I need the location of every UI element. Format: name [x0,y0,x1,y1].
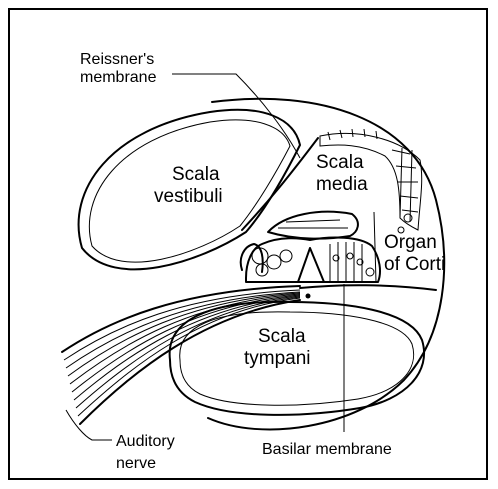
label-organ-of-corti-line1: Organ [384,232,437,253]
label-scala-vestibuli-line2: vestibuli [154,186,223,207]
label-auditory-nerve-line2: nerve [116,455,156,472]
label-reissners-membrane-line2: membrane [80,69,157,86]
spiral-limbus [241,244,263,272]
label-scala-tympani-line1: Scala [258,326,306,347]
basilar-membrane [300,285,436,290]
label-organ-of-corti-line2: of Corti [384,254,445,275]
label-reissners-membrane-line1: Reissner's [80,51,154,68]
label-scala-tympani-line2: tympani [244,348,311,369]
tectorial-membrane-hatching [278,220,348,228]
label-scala-media-line2: media [316,174,368,195]
organ-of-corti-structure [246,238,380,282]
label-scala-media-line1: Scala [316,152,364,173]
tectorial-membrane [268,212,358,239]
label-auditory-nerve-line1: Auditory [116,433,175,450]
label-scala-vestibuli-line1: Scala [172,164,220,185]
basilar-membrane-dot [306,294,311,299]
label-basilar-membrane: Basilar membrane [262,441,392,458]
